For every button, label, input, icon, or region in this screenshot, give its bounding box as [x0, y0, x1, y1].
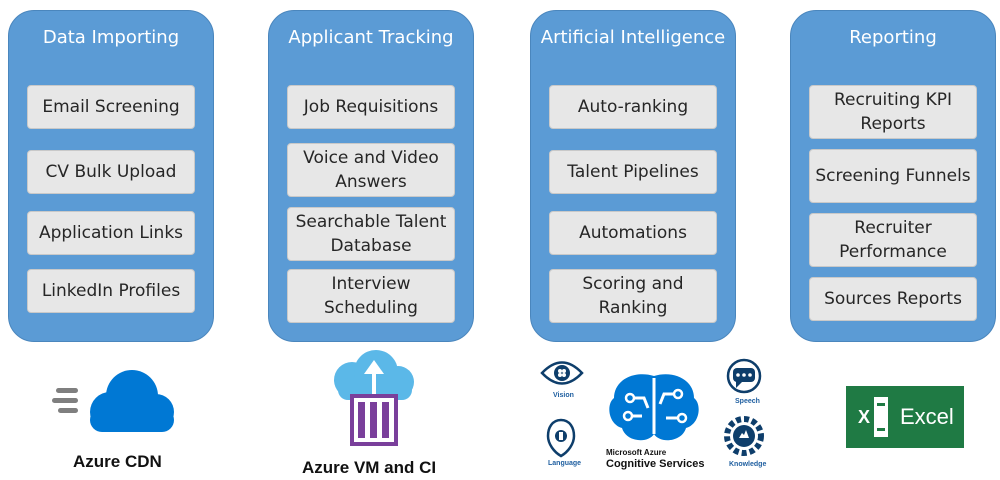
- item-label: Interview Scheduling: [324, 274, 418, 318]
- cognitive-brand-line1: Microsoft Azure: [606, 448, 667, 457]
- speech-icon: [726, 358, 762, 394]
- item-label: Scoring and Ranking: [582, 274, 684, 318]
- item-email-screening[interactable]: Email Screening: [27, 85, 195, 129]
- item-label: Recruiting KPI Reports: [833, 90, 953, 134]
- vision-label: Vision: [553, 392, 574, 399]
- item-screening-funnels[interactable]: Screening Funnels: [809, 149, 977, 203]
- language-label: Language: [548, 460, 582, 467]
- item-searchable-talent-database[interactable]: Searchable Talent Database: [287, 207, 455, 261]
- speech-label: Speech: [735, 398, 760, 405]
- item-label: Application Links: [38, 223, 184, 243]
- column-reporting: Reporting Recruiting KPI Reports Screeni…: [790, 10, 996, 342]
- item-label: Job Requisitions: [303, 97, 439, 117]
- column-artificial-intelligence: Artificial Intelligence Auto-ranking Tal…: [530, 10, 736, 342]
- item-label: Sources Reports: [824, 289, 962, 309]
- knowledge-label: Knowledge: [729, 461, 767, 468]
- item-voice-video-answers[interactable]: Voice and Video Answers: [287, 143, 455, 197]
- azure-vm-label: Azure VM and CI: [302, 458, 437, 477]
- item-cv-bulk-upload[interactable]: CV Bulk Upload: [27, 150, 195, 194]
- item-automations[interactable]: Automations: [549, 211, 717, 255]
- item-recruiter-performance[interactable]: Recruiter Performance: [809, 213, 977, 267]
- excel-logo: X Excel: [846, 386, 964, 448]
- language-icon: [546, 418, 576, 458]
- excel-label: Excel: [900, 404, 954, 429]
- item-label: Voice and Video Answers: [303, 148, 439, 192]
- excel-icon: X: [854, 397, 888, 437]
- item-application-links[interactable]: Application Links: [27, 211, 195, 255]
- item-job-requisitions[interactable]: Job Requisitions: [287, 85, 455, 129]
- item-label: Talent Pipelines: [567, 162, 699, 182]
- item-label: Auto-ranking: [577, 97, 689, 117]
- brain-circuit-icon: [609, 374, 699, 441]
- column-applicant-tracking: Applicant Tracking Job Requisitions Voic…: [268, 10, 474, 342]
- cognitive-brand-line2: Cognitive Services: [606, 458, 705, 470]
- excel-letter: X: [854, 397, 874, 437]
- item-scoring-ranking[interactable]: Scoring and Ranking: [549, 269, 717, 323]
- cloud-icon: [52, 370, 174, 432]
- vision-icon: [540, 361, 584, 385]
- item-interview-scheduling[interactable]: Interview Scheduling: [287, 269, 455, 323]
- item-sources-reports[interactable]: Sources Reports: [809, 277, 977, 321]
- item-auto-ranking[interactable]: Auto-ranking: [549, 85, 717, 129]
- column-data-importing: Data Importing Email Screening CV Bulk U…: [8, 10, 214, 342]
- item-label: Screening Funnels: [815, 166, 971, 186]
- item-label: Automations: [579, 223, 687, 243]
- item-label: Recruiter Performance: [839, 218, 947, 262]
- column-title: Applicant Tracking: [288, 27, 454, 48]
- item-label: Searchable Talent Database: [295, 212, 447, 256]
- column-title: Artificial Intelligence: [540, 27, 726, 48]
- column-title: Reporting: [849, 27, 937, 48]
- azure-cdn-label: Azure CDN: [73, 452, 162, 471]
- item-label: LinkedIn Profiles: [41, 281, 181, 301]
- cloud-container-icon: [334, 350, 414, 446]
- item-linkedin-profiles[interactable]: LinkedIn Profiles: [27, 269, 195, 313]
- item-talent-pipelines[interactable]: Talent Pipelines: [549, 150, 717, 194]
- column-title: Data Importing: [42, 27, 180, 48]
- item-label: Email Screening: [42, 97, 180, 117]
- item-label: CV Bulk Upload: [45, 162, 177, 182]
- knowledge-icon: [724, 416, 764, 456]
- item-recruiting-kpi-reports[interactable]: Recruiting KPI Reports: [809, 85, 977, 139]
